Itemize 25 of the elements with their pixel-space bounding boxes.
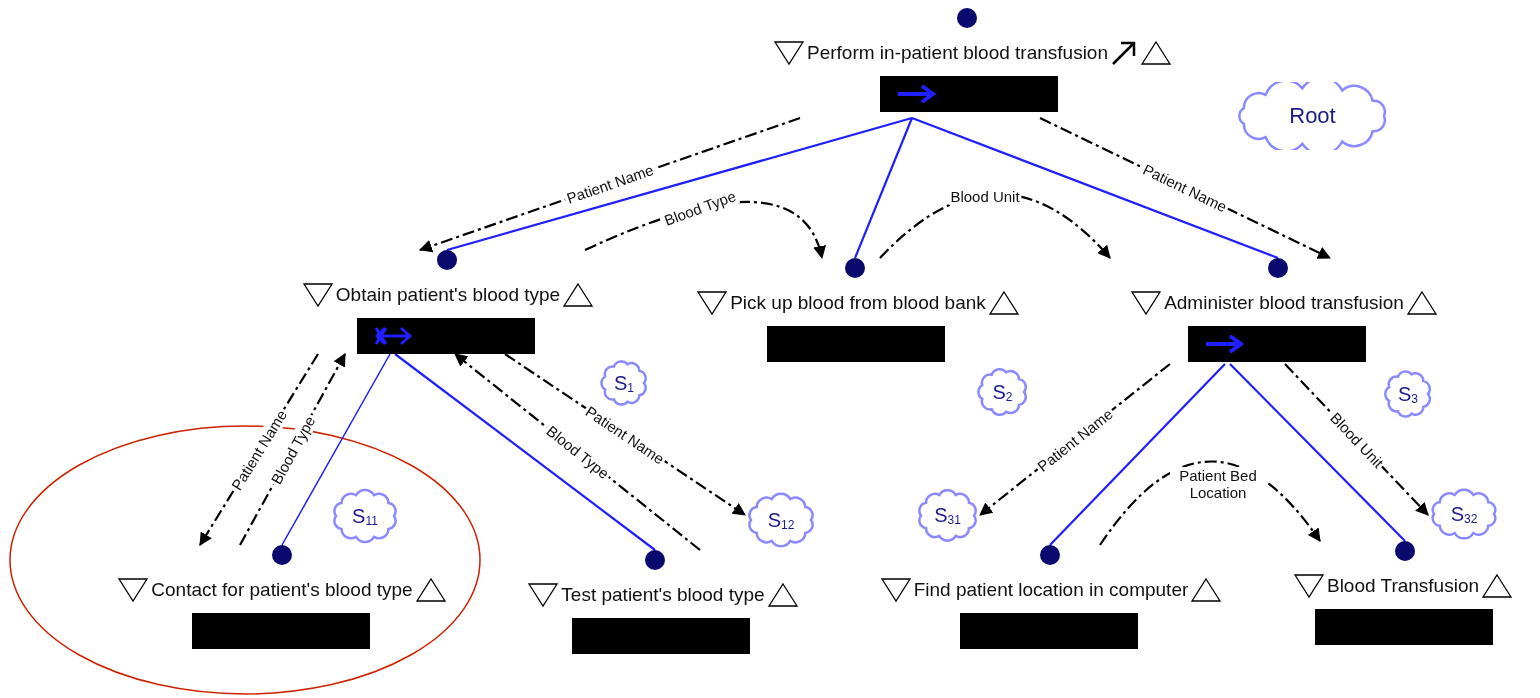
connector-line <box>281 353 391 546</box>
task-label: Find patient location in computer <box>913 579 1189 601</box>
cloud-label: S$_{2}$ <box>992 381 1013 403</box>
cloud-label: S$_{31}$ <box>934 505 961 526</box>
connector-line <box>1229 363 1406 542</box>
cloud-label: Root <box>1289 105 1336 127</box>
cloud-label: S$_{3}$ <box>1398 383 1418 405</box>
connector-line <box>911 116 1279 260</box>
cloud-label: S$_{1}$ <box>614 372 634 394</box>
connector-line <box>394 353 656 551</box>
connector-line <box>854 117 913 259</box>
cloud-label: S$_{12}$ <box>767 509 795 531</box>
edge-label: Patient Bed Location <box>1170 467 1266 501</box>
task-label: Obtain patient's blood type <box>335 284 561 306</box>
connector-line <box>1049 363 1226 546</box>
cloud-label: S$_{11}$ <box>352 505 378 527</box>
data-flow-arrow <box>1099 460 1321 546</box>
task-label: Blood Transfusion <box>1326 575 1480 597</box>
task-label: Test patient's blood type <box>561 584 765 606</box>
task-label: Pick up blood from blood bank <box>730 292 986 314</box>
task-label: Perform in-patient blood transfusion <box>807 42 1108 64</box>
cloud-label: S$_{32}$ <box>1450 503 1478 525</box>
task-label: Contact for patient's blood type <box>151 579 413 601</box>
task-label: Administer blood transfusion <box>1164 292 1404 314</box>
connector-line <box>446 116 913 252</box>
